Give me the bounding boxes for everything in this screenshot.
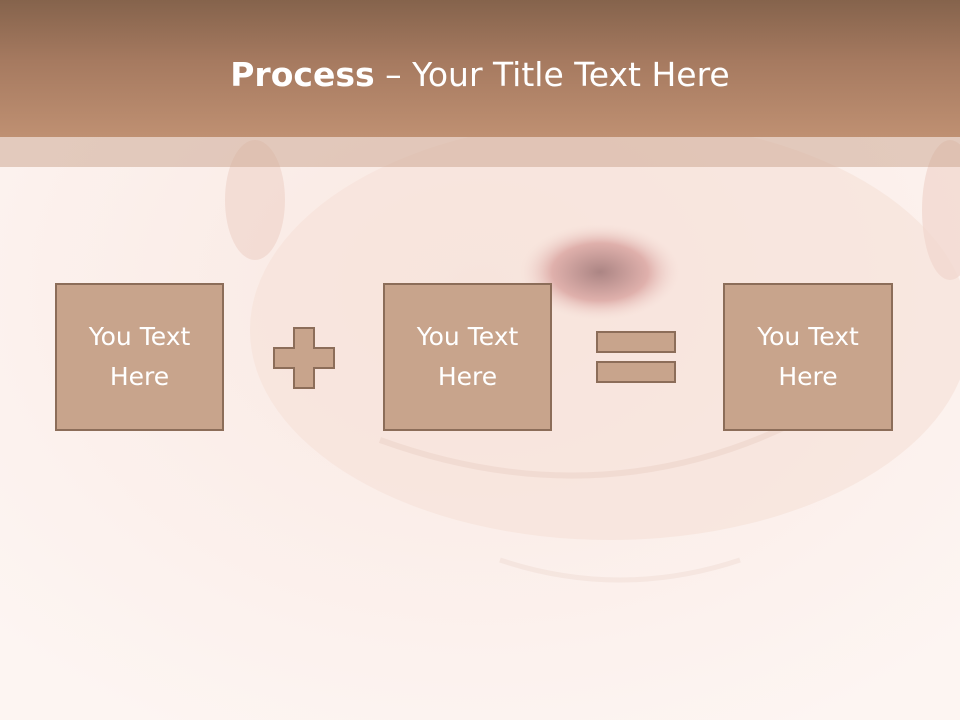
title-bold: Process [230, 55, 375, 94]
process-box-2-text: You Text Here [416, 322, 519, 391]
slide-title: Process – Your Title Text Here [0, 52, 960, 98]
title-separator: – [374, 55, 413, 94]
title-rest: Your Title Text Here [412, 55, 730, 94]
process-box-3-text: You Text Here [757, 322, 859, 391]
process-box-1-text: You Text Here [88, 322, 191, 391]
process-box-1: You Text Here [55, 283, 224, 431]
process-box-3: You Text Here [723, 283, 893, 431]
title-bar [0, 0, 960, 137]
equals-icon [596, 331, 676, 383]
title-strip [0, 137, 960, 167]
plus-icon [273, 327, 335, 389]
process-box-2: You Text Here [383, 283, 552, 431]
